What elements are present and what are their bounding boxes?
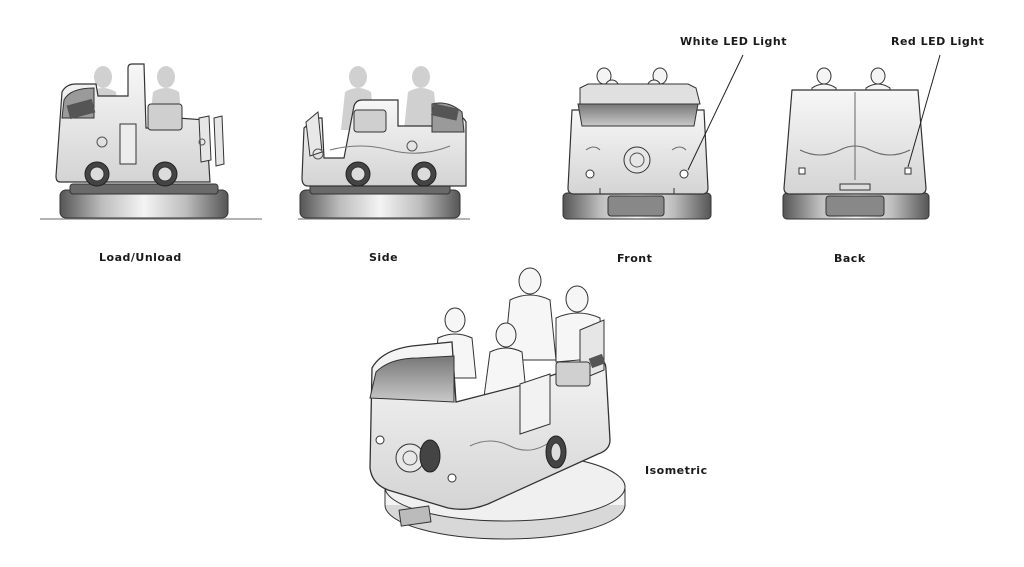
front-view bbox=[562, 54, 744, 220]
label-side: Side bbox=[369, 251, 399, 264]
side-view bbox=[298, 66, 470, 220]
label-front: Front bbox=[617, 252, 653, 265]
white-led-light bbox=[679, 169, 689, 179]
label-isometric: Isometric bbox=[645, 464, 708, 477]
load-unload-view bbox=[40, 63, 262, 220]
red-led-leader bbox=[907, 54, 941, 168]
label-back: Back bbox=[834, 252, 866, 265]
white-led-leader bbox=[687, 54, 744, 171]
isometric-view bbox=[369, 267, 626, 540]
callout-red-led: Red LED Light bbox=[891, 35, 985, 48]
callout-white-led: White LED Light bbox=[680, 35, 788, 48]
back-view bbox=[782, 54, 941, 220]
label-load-unload: Load/Unload bbox=[99, 251, 182, 264]
red-led-light bbox=[904, 167, 912, 175]
